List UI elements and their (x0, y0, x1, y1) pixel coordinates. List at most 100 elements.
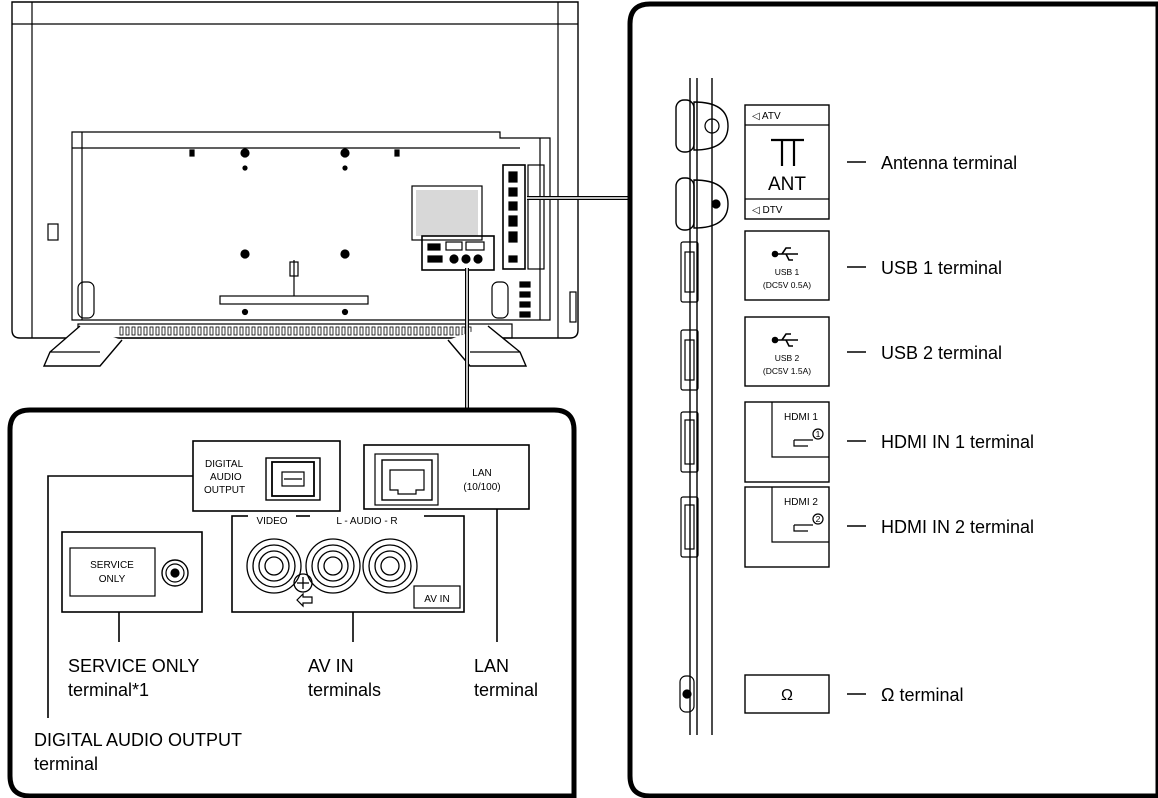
vent-slot (119, 326, 124, 336)
vent-grille (119, 326, 472, 336)
side-terminal-panel: ◁ ATV ◁ DTV ANT USB 1 (DC5V 0.5A) USB 2 … (627, 1, 1158, 798)
audio-label: L - AUDIO - R (336, 516, 397, 527)
vent-slot (419, 326, 424, 336)
vent-slot (371, 326, 376, 336)
lan-label-line2: terminal (474, 680, 538, 700)
hdmi-icon: 2 (793, 513, 824, 532)
vent-slot (281, 326, 286, 336)
hdmi1-terminal-label: HDMI IN 1 terminal (881, 432, 1034, 452)
vent-slot (305, 326, 310, 336)
lan-label-line1: LAN (474, 656, 509, 676)
vent-slot (263, 326, 268, 336)
vent-slot (317, 326, 322, 336)
vent-slot (161, 326, 166, 336)
usb1-terminal-label: USB 1 terminal (881, 258, 1002, 278)
vent-slot (383, 326, 388, 336)
vent-slot (287, 326, 292, 336)
vent-slot (425, 326, 430, 336)
vent-slot (173, 326, 178, 336)
usb1-name: USB 1 (775, 267, 800, 277)
hdmi1-port-label: HDMI 1 (784, 412, 818, 423)
antenna-icon (771, 138, 804, 166)
vent-slot (215, 326, 220, 336)
vent-slot (377, 326, 382, 336)
service-port-line1: SERVICE (90, 560, 134, 571)
av-in-port-label: AV IN (424, 594, 449, 605)
vent-slot (443, 326, 448, 336)
vent-slot (413, 326, 418, 336)
vent-slot (347, 326, 352, 336)
bottom-terminal-panel: DIGITAL AUDIO OUTPUT LAN (10/100) VIDEO … (7, 407, 577, 798)
hdmi-icon: 1 (793, 428, 824, 447)
av-in-label-line2: terminals (308, 680, 381, 700)
svg-text:1: 1 (816, 429, 821, 439)
vent-slot (143, 326, 148, 336)
vent-slot (431, 326, 436, 336)
vent-slot (197, 326, 202, 336)
usb2-terminal-label: USB 2 terminal (881, 343, 1002, 363)
vent-slot (461, 326, 466, 336)
headphone-icon: Ω (781, 687, 793, 704)
vent-slot (155, 326, 160, 336)
vent-slot (137, 326, 142, 336)
video-label: VIDEO (256, 516, 287, 527)
digital-audio-line2: AUDIO (210, 472, 242, 483)
vent-slot (269, 326, 274, 336)
service-port-line2: ONLY (99, 574, 126, 585)
vent-slot (191, 326, 196, 336)
vent-slot (257, 326, 262, 336)
vent-slot (341, 326, 346, 336)
vent-slot (455, 326, 460, 336)
service-only-label-line2: terminal*1 (68, 680, 149, 700)
vent-slot (233, 326, 238, 336)
vent-slot (245, 326, 250, 336)
vent-slot (329, 326, 334, 336)
vent-slot (299, 326, 304, 336)
screw-icons (189, 148, 400, 316)
vent-slot (203, 326, 208, 336)
vent-slot (209, 326, 214, 336)
digital-audio-line1: DIGITAL (205, 459, 244, 470)
vent-slot (251, 326, 256, 336)
vent-slot (395, 326, 400, 336)
vent-slot (359, 326, 364, 336)
vent-slot (185, 326, 190, 336)
vent-slot (323, 326, 328, 336)
service-only-label-line1: SERVICE ONLY (68, 656, 199, 676)
atv-label: ◁ ATV (752, 111, 781, 122)
vent-slot (275, 326, 280, 336)
ant-label: ANT (768, 174, 806, 195)
vent-slot (131, 326, 136, 336)
vent-slot (365, 326, 370, 336)
vent-slot (401, 326, 406, 336)
vent-slot (293, 326, 298, 336)
vent-slot (437, 326, 442, 336)
vent-slot (227, 326, 232, 336)
digital-audio-label-line2: terminal (34, 754, 98, 774)
usb1-rating: (DC5V 0.5A) (763, 280, 811, 290)
vent-slot (353, 326, 358, 336)
vent-slot (149, 326, 154, 336)
antenna-terminal-label: Antenna terminal (881, 153, 1017, 173)
vent-slot (335, 326, 340, 336)
vent-slot (221, 326, 226, 336)
av-in-label-line1: AV IN (308, 656, 354, 676)
vent-slot (239, 326, 244, 336)
hdmi2-terminal-label: HDMI IN 2 terminal (881, 517, 1034, 537)
tv-rear-view (11, 1, 579, 367)
vent-slot (407, 326, 412, 336)
digital-audio-label-line1: DIGITAL AUDIO OUTPUT (34, 730, 242, 750)
svg-text:2: 2 (816, 514, 821, 524)
hdmi2-port-label: HDMI 2 (784, 497, 818, 508)
usb2-name: USB 2 (775, 353, 800, 363)
vent-slot (389, 326, 394, 336)
usb-icon (771, 333, 798, 347)
vent-slot (167, 326, 172, 336)
lan-port-line2: (10/100) (463, 482, 500, 493)
vent-slot (125, 326, 130, 336)
dtv-label: ◁ DTV (752, 205, 783, 216)
vent-slot (449, 326, 454, 336)
usb-icon (771, 247, 798, 261)
vent-slot (311, 326, 316, 336)
